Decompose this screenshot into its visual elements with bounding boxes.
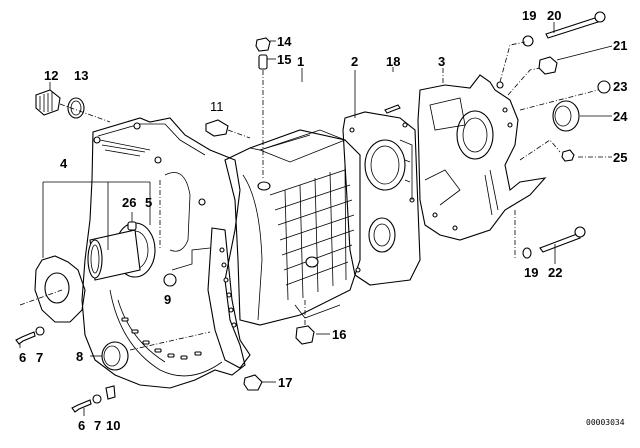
gearbox-case <box>224 129 361 326</box>
part-14-cap <box>255 37 276 52</box>
callout-15[interactable]: 15 <box>277 52 292 67</box>
callout-1[interactable]: 1 <box>297 54 305 69</box>
part-22-bolt <box>514 210 586 264</box>
callout-24[interactable]: 24 <box>613 109 628 124</box>
part-6-bolt-upper <box>15 326 45 348</box>
input-shaft <box>87 222 156 281</box>
callout-25[interactable]: 25 <box>613 150 628 165</box>
part-8-seal <box>90 331 211 371</box>
callout-21[interactable]: 21 <box>613 38 628 53</box>
callout-16[interactable]: 16 <box>332 327 347 342</box>
part-26-sleeve <box>127 212 137 231</box>
rear-housing <box>384 74 547 241</box>
part-25-sleeve <box>519 139 612 162</box>
guide-sleeve <box>19 255 86 323</box>
callout-12[interactable]: 12 <box>44 68 59 83</box>
part-12-plug <box>35 82 61 116</box>
callout-17[interactable]: 17 <box>278 375 293 390</box>
callout-19-upper[interactable]: 19 <box>522 8 537 23</box>
callout-26[interactable]: 26 <box>122 195 137 210</box>
part-11-switch <box>205 119 251 139</box>
callout-6-upper[interactable]: 6 <box>19 350 27 365</box>
callout-11[interactable]: 11 <box>210 99 224 114</box>
callout-18[interactable]: 18 <box>386 54 401 69</box>
callout-19-lower[interactable]: 19 <box>524 265 539 280</box>
callout-13[interactable]: 13 <box>74 68 89 83</box>
part-20-bolt <box>499 11 606 83</box>
part-24-seal <box>552 100 612 132</box>
part-6-bolt-lower <box>71 385 116 416</box>
part-9-plug <box>163 247 211 287</box>
callout-3[interactable]: 3 <box>438 54 446 69</box>
callout-7-upper[interactable]: 7 <box>36 350 44 365</box>
part-13-ring <box>59 97 111 123</box>
part-21-nut <box>507 45 613 96</box>
callout-2[interactable]: 2 <box>351 54 359 69</box>
callout-5[interactable]: 5 <box>145 195 153 210</box>
housing-rib <box>207 227 251 369</box>
callout-10[interactable]: 10 <box>106 418 121 433</box>
part-15-pin <box>258 54 303 180</box>
callout-14[interactable]: 14 <box>277 34 292 49</box>
intermediate-plate <box>342 111 421 286</box>
callout-bracket <box>42 181 151 258</box>
callout-7-lower[interactable]: 7 <box>94 418 102 433</box>
part-23-cap <box>519 80 611 111</box>
callout-22[interactable]: 22 <box>548 265 563 280</box>
part-17-plug <box>243 374 276 391</box>
callout-23[interactable]: 23 <box>613 79 628 94</box>
drawing-number: 00003034 <box>586 418 625 427</box>
callout-20[interactable]: 20 <box>547 8 562 23</box>
callout-6-lower[interactable]: 6 <box>78 418 86 433</box>
callout-8[interactable]: 8 <box>76 349 84 364</box>
part-16-plug <box>295 300 330 345</box>
callout-4[interactable]: 4 <box>60 156 68 171</box>
callout-9[interactable]: 9 <box>164 292 172 307</box>
